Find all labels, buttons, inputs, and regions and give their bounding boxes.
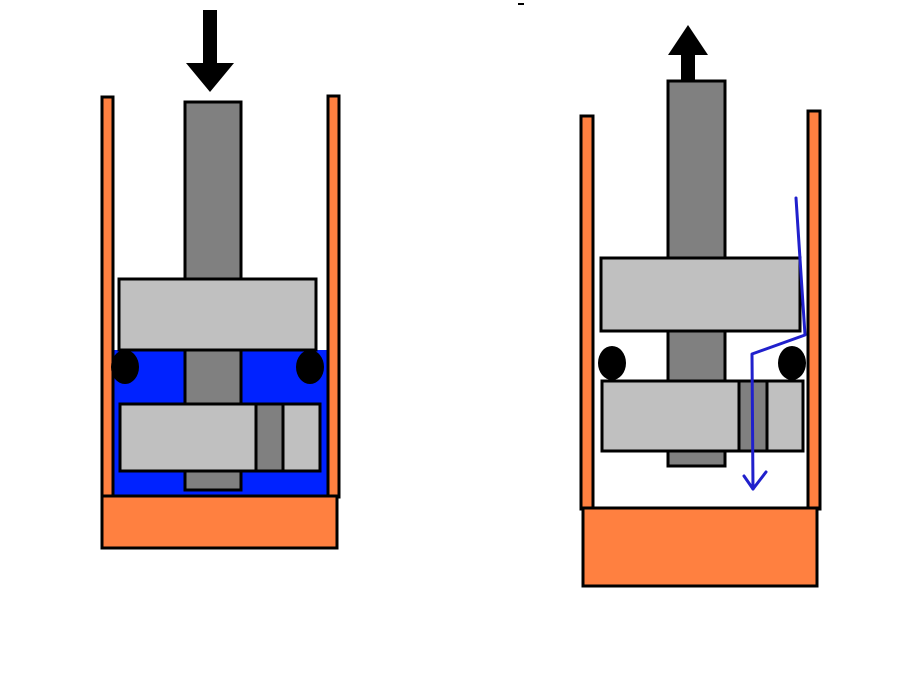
right-seal-right (778, 346, 806, 380)
right-cylinder-wall-right (806, 109, 822, 511)
down-arrow-icon (186, 10, 234, 92)
stray-mark (518, 3, 524, 5)
left-lower-valve-block (118, 402, 322, 473)
left-cylinder-wall-left (100, 95, 115, 499)
left-piston-rod (183, 100, 243, 282)
right-cylinder-base (581, 506, 819, 588)
left-seal-right (296, 350, 324, 384)
up-arrow-icon (668, 25, 708, 82)
left-upper-piston (117, 277, 318, 352)
right-cylinder-wall-left (579, 114, 595, 511)
right-seal-left (598, 346, 626, 380)
left-cylinder-base (100, 494, 339, 550)
left-assembly (100, 10, 341, 550)
left-cylinder-wall-right (326, 94, 341, 499)
right-upper-piston (599, 256, 802, 333)
left-seal-left (111, 350, 139, 384)
left-valve-port (254, 402, 285, 473)
fluid-flow-path (742, 196, 807, 491)
right-lower-valve-block (600, 379, 805, 453)
right-assembly (579, 25, 822, 588)
